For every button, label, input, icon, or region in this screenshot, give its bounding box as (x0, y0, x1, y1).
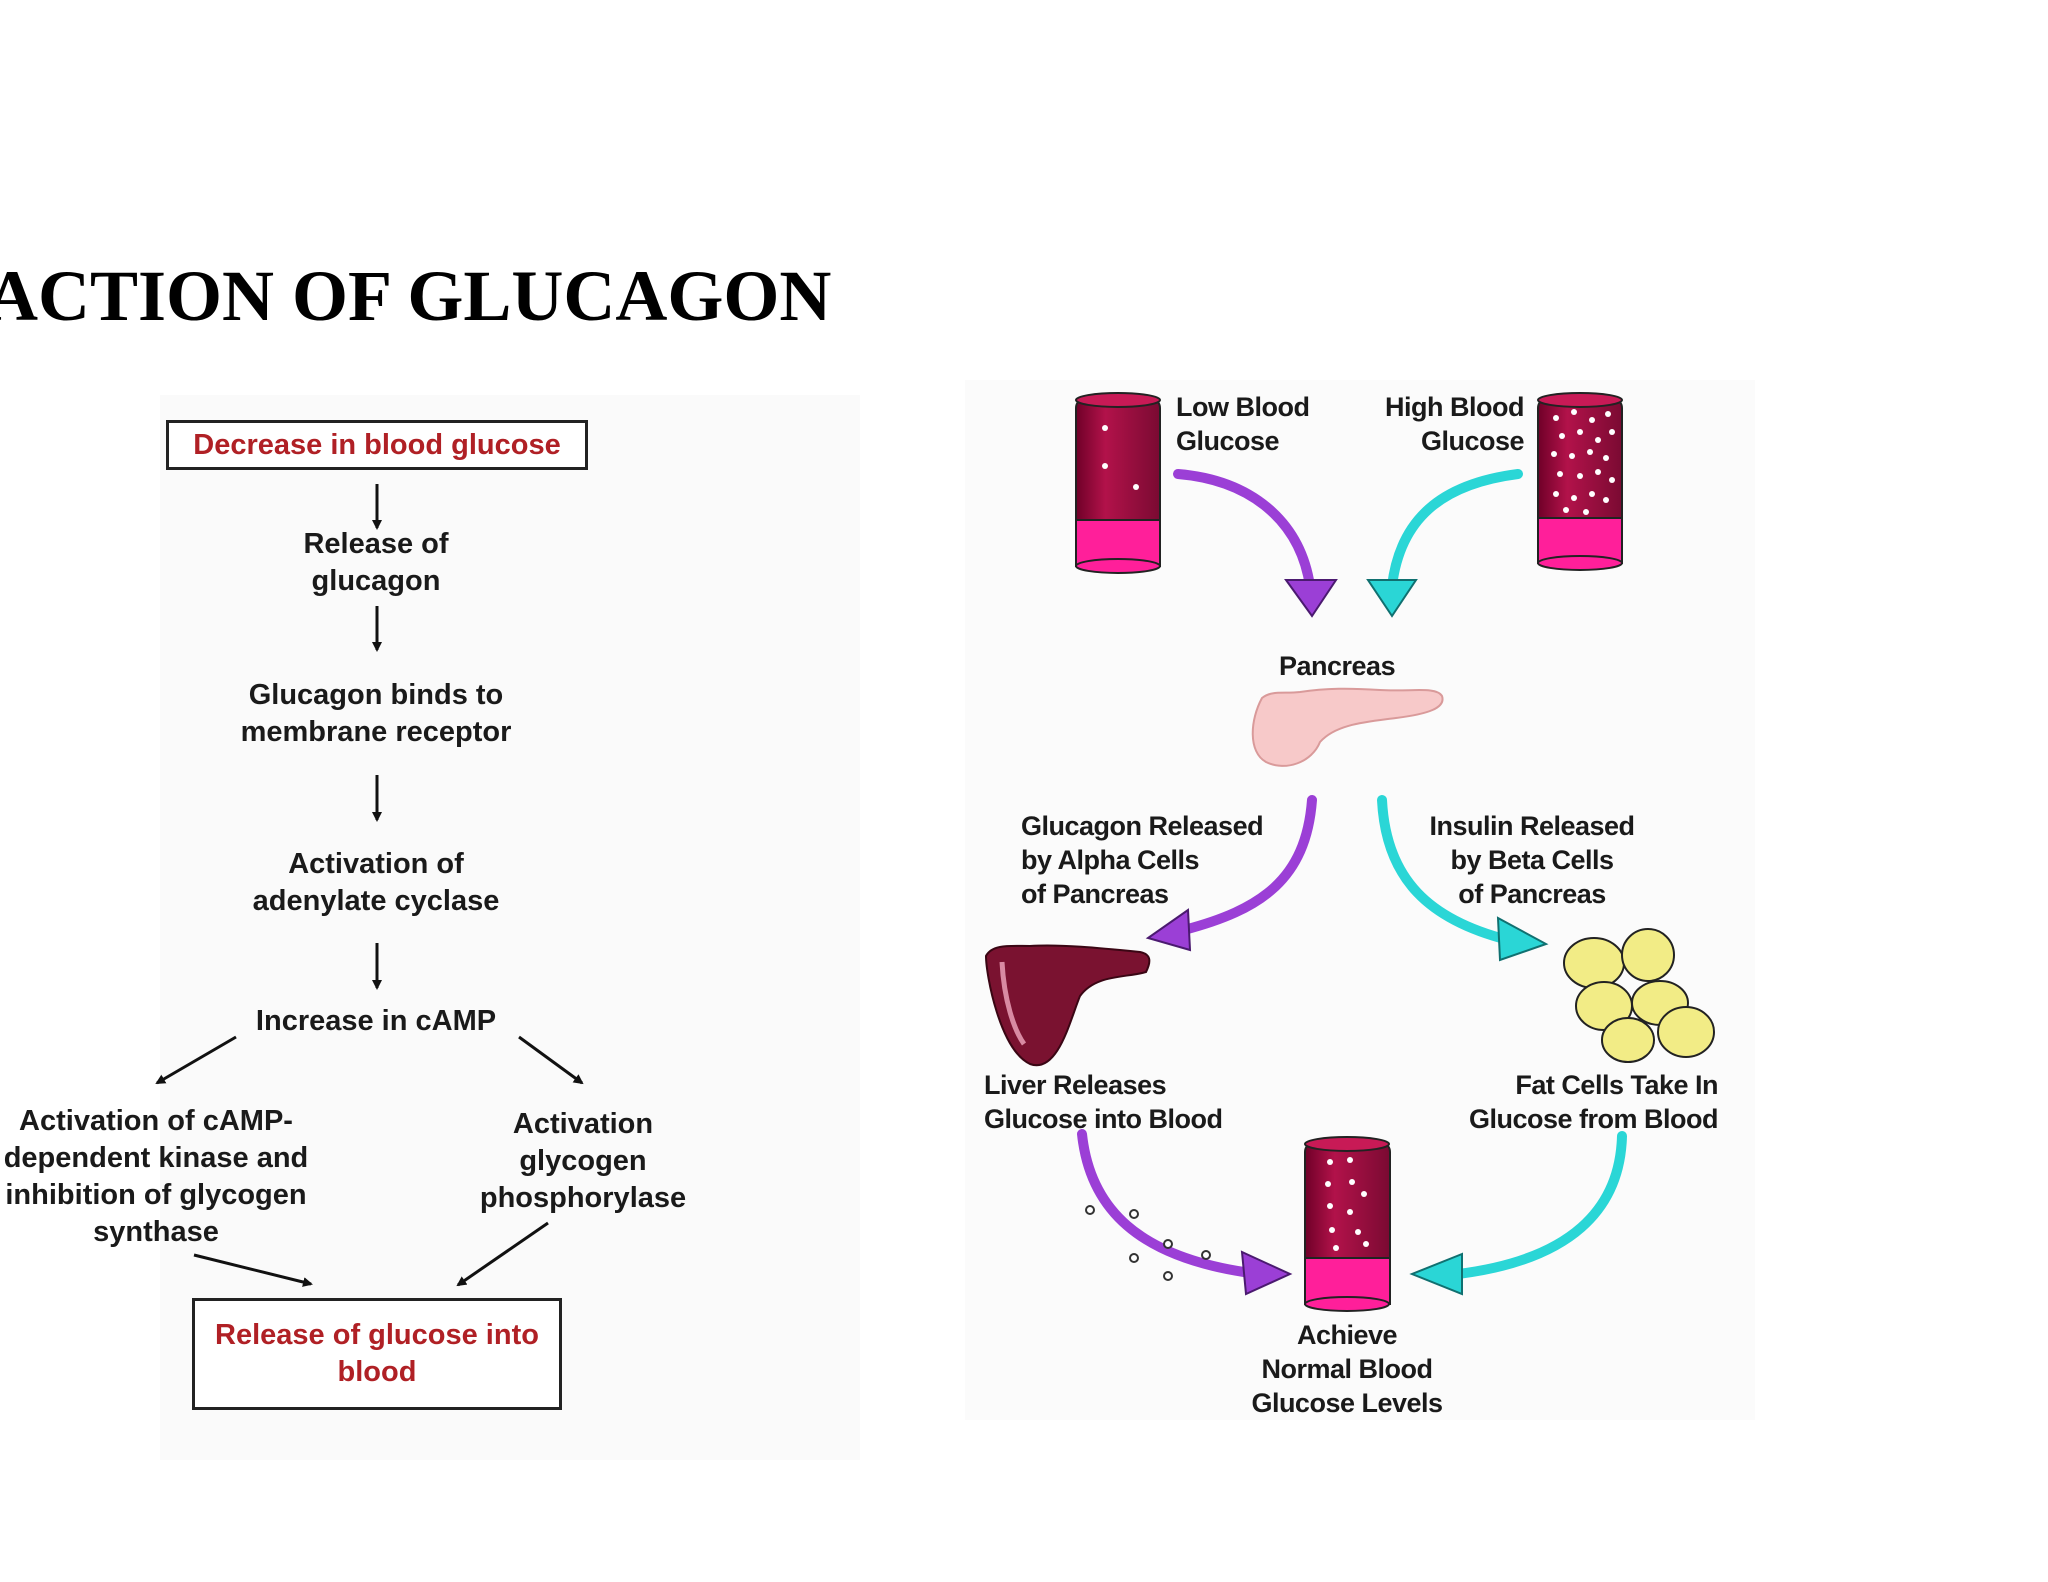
arrow-pancreas-to-fat (1377, 795, 1513, 945)
arrow-merge-right (456, 1221, 549, 1287)
release-glucose-line1: Release of glucose into (215, 1319, 539, 1351)
left-branch-line3: inhibition of glycogen (5, 1179, 307, 1211)
right-branch-line1: Activation (512, 1108, 654, 1140)
insulin-released-line2: by Beta Cells (1450, 845, 1614, 875)
normal-line3: Glucose Levels (1251, 1388, 1443, 1418)
arrow-branch-right (518, 1035, 584, 1085)
binds-receptor-line1: Glucagon binds to (248, 679, 504, 711)
arrow-low-to-pancreas (1173, 469, 1315, 591)
liver-label: Liver Releases Glucose into Blood (984, 1068, 1223, 1136)
binds-receptor-step: Glucagon binds to membrane receptor (226, 677, 526, 751)
slide-title: ACTION OF GLUCAGON (0, 256, 832, 336)
release-glucose-line2: blood (337, 1356, 417, 1388)
insulin-released-line1: Insulin Released (1429, 811, 1635, 841)
fat-line2: Glucose from Blood (1468, 1104, 1719, 1134)
arrowhead-low (1284, 579, 1338, 618)
increase-camp-step: Increase in cAMP (255, 1005, 497, 1037)
liver-line2: Glucose into Blood (984, 1104, 1223, 1134)
glucagon-released-line2: by Alpha Cells (1021, 845, 1200, 875)
glucose-bubbles-icon (1085, 1205, 1211, 1281)
normal-label: Achieve Normal Blood Glucose Levels (1227, 1318, 1467, 1420)
adenylate-cyclase-line1: Activation of (288, 848, 464, 880)
release-glucagon-step: Release of glucagon (276, 526, 476, 600)
right-branch-step: Activation glycogen phosphorylase (453, 1106, 713, 1217)
arrowhead-fat (1496, 916, 1549, 962)
right-branch-line2: glycogen (519, 1145, 647, 1177)
arrow-fat-to-normal (1453, 1131, 1627, 1279)
glucagon-arrows (1077, 469, 1317, 1277)
normal-line2: Normal Blood (1261, 1354, 1433, 1384)
decrease-glucose-label: Decrease in blood glucose (193, 428, 561, 461)
fat-cells-icon (1563, 928, 1715, 1063)
high-blood-line2: Glucose (1420, 426, 1525, 456)
liver-icon (984, 944, 1151, 1067)
low-blood-label: Low Blood Glucose (1176, 390, 1310, 458)
insulin-released-label: Insulin Released by Beta Cells of Pancre… (1412, 809, 1652, 911)
left-branch-line2: dependent kinase and (3, 1142, 309, 1174)
glucagon-released-label: Glucagon Released by Alpha Cells of Panc… (1021, 809, 1264, 911)
arrow-branch-left (155, 1035, 237, 1085)
glucagon-released-line1: Glucagon Released (1021, 811, 1264, 841)
fat-label: Fat Cells Take In Glucose from Blood (1420, 1068, 1719, 1136)
arrowhead-liver (1145, 908, 1192, 952)
normal-glucose-tube-icon (1304, 1136, 1391, 1312)
insulin-released-line3: of Pancreas (1458, 879, 1606, 909)
left-branch-line4: synthase (93, 1216, 219, 1248)
binds-receptor-line2: membrane receptor (240, 716, 512, 748)
arrowhead-high (1366, 579, 1418, 618)
left-branch-line1: Activation of cAMP- (19, 1105, 293, 1137)
insulin-arrows (1377, 469, 1627, 1279)
flowchart-panel (160, 395, 860, 1460)
pancreas-label: Pancreas (1279, 651, 1396, 681)
liver-line1: Liver Releases (984, 1070, 1167, 1100)
arrow-high-to-pancreas (1387, 469, 1523, 591)
release-glucose-box: Release of glucose into blood (192, 1298, 562, 1410)
normal-line1: Achieve (1296, 1320, 1398, 1350)
fat-line1: Fat Cells Take In (1515, 1070, 1718, 1100)
high-glucose-tube-icon (1537, 392, 1623, 571)
low-blood-line2: Glucose (1176, 426, 1280, 456)
release-glucagon-line2: glucagon (311, 565, 441, 597)
left-branch-step: Activation of cAMP- dependent kinase and… (0, 1103, 346, 1251)
adenylate-cyclase-line2: adenylate cyclase (252, 885, 500, 917)
high-blood-label: High Blood Glucose (1352, 390, 1524, 458)
high-blood-line1: High Blood (1385, 392, 1524, 422)
right-branch-line3: phosphorylase (479, 1182, 687, 1214)
flow-arrows (155, 484, 584, 1287)
low-blood-line1: Low Blood (1176, 392, 1310, 422)
arrowhead-normal (1240, 1250, 1293, 1296)
release-glucagon-line1: Release of (303, 528, 449, 560)
decrease-glucose-box: Decrease in blood glucose (166, 420, 588, 470)
low-glucose-tube-icon (1075, 392, 1161, 574)
glucagon-released-line3: of Pancreas (1021, 879, 1169, 909)
adenylate-cyclase-step: Activation of adenylate cyclase (226, 846, 526, 920)
arrow-merge-left (193, 1253, 313, 1287)
pancreas-icon (1251, 687, 1444, 767)
arrow-pancreas-to-liver (1179, 795, 1317, 935)
arrowhead-normal-right (1409, 1252, 1463, 1296)
arrow-liver-to-normal (1077, 1129, 1249, 1277)
